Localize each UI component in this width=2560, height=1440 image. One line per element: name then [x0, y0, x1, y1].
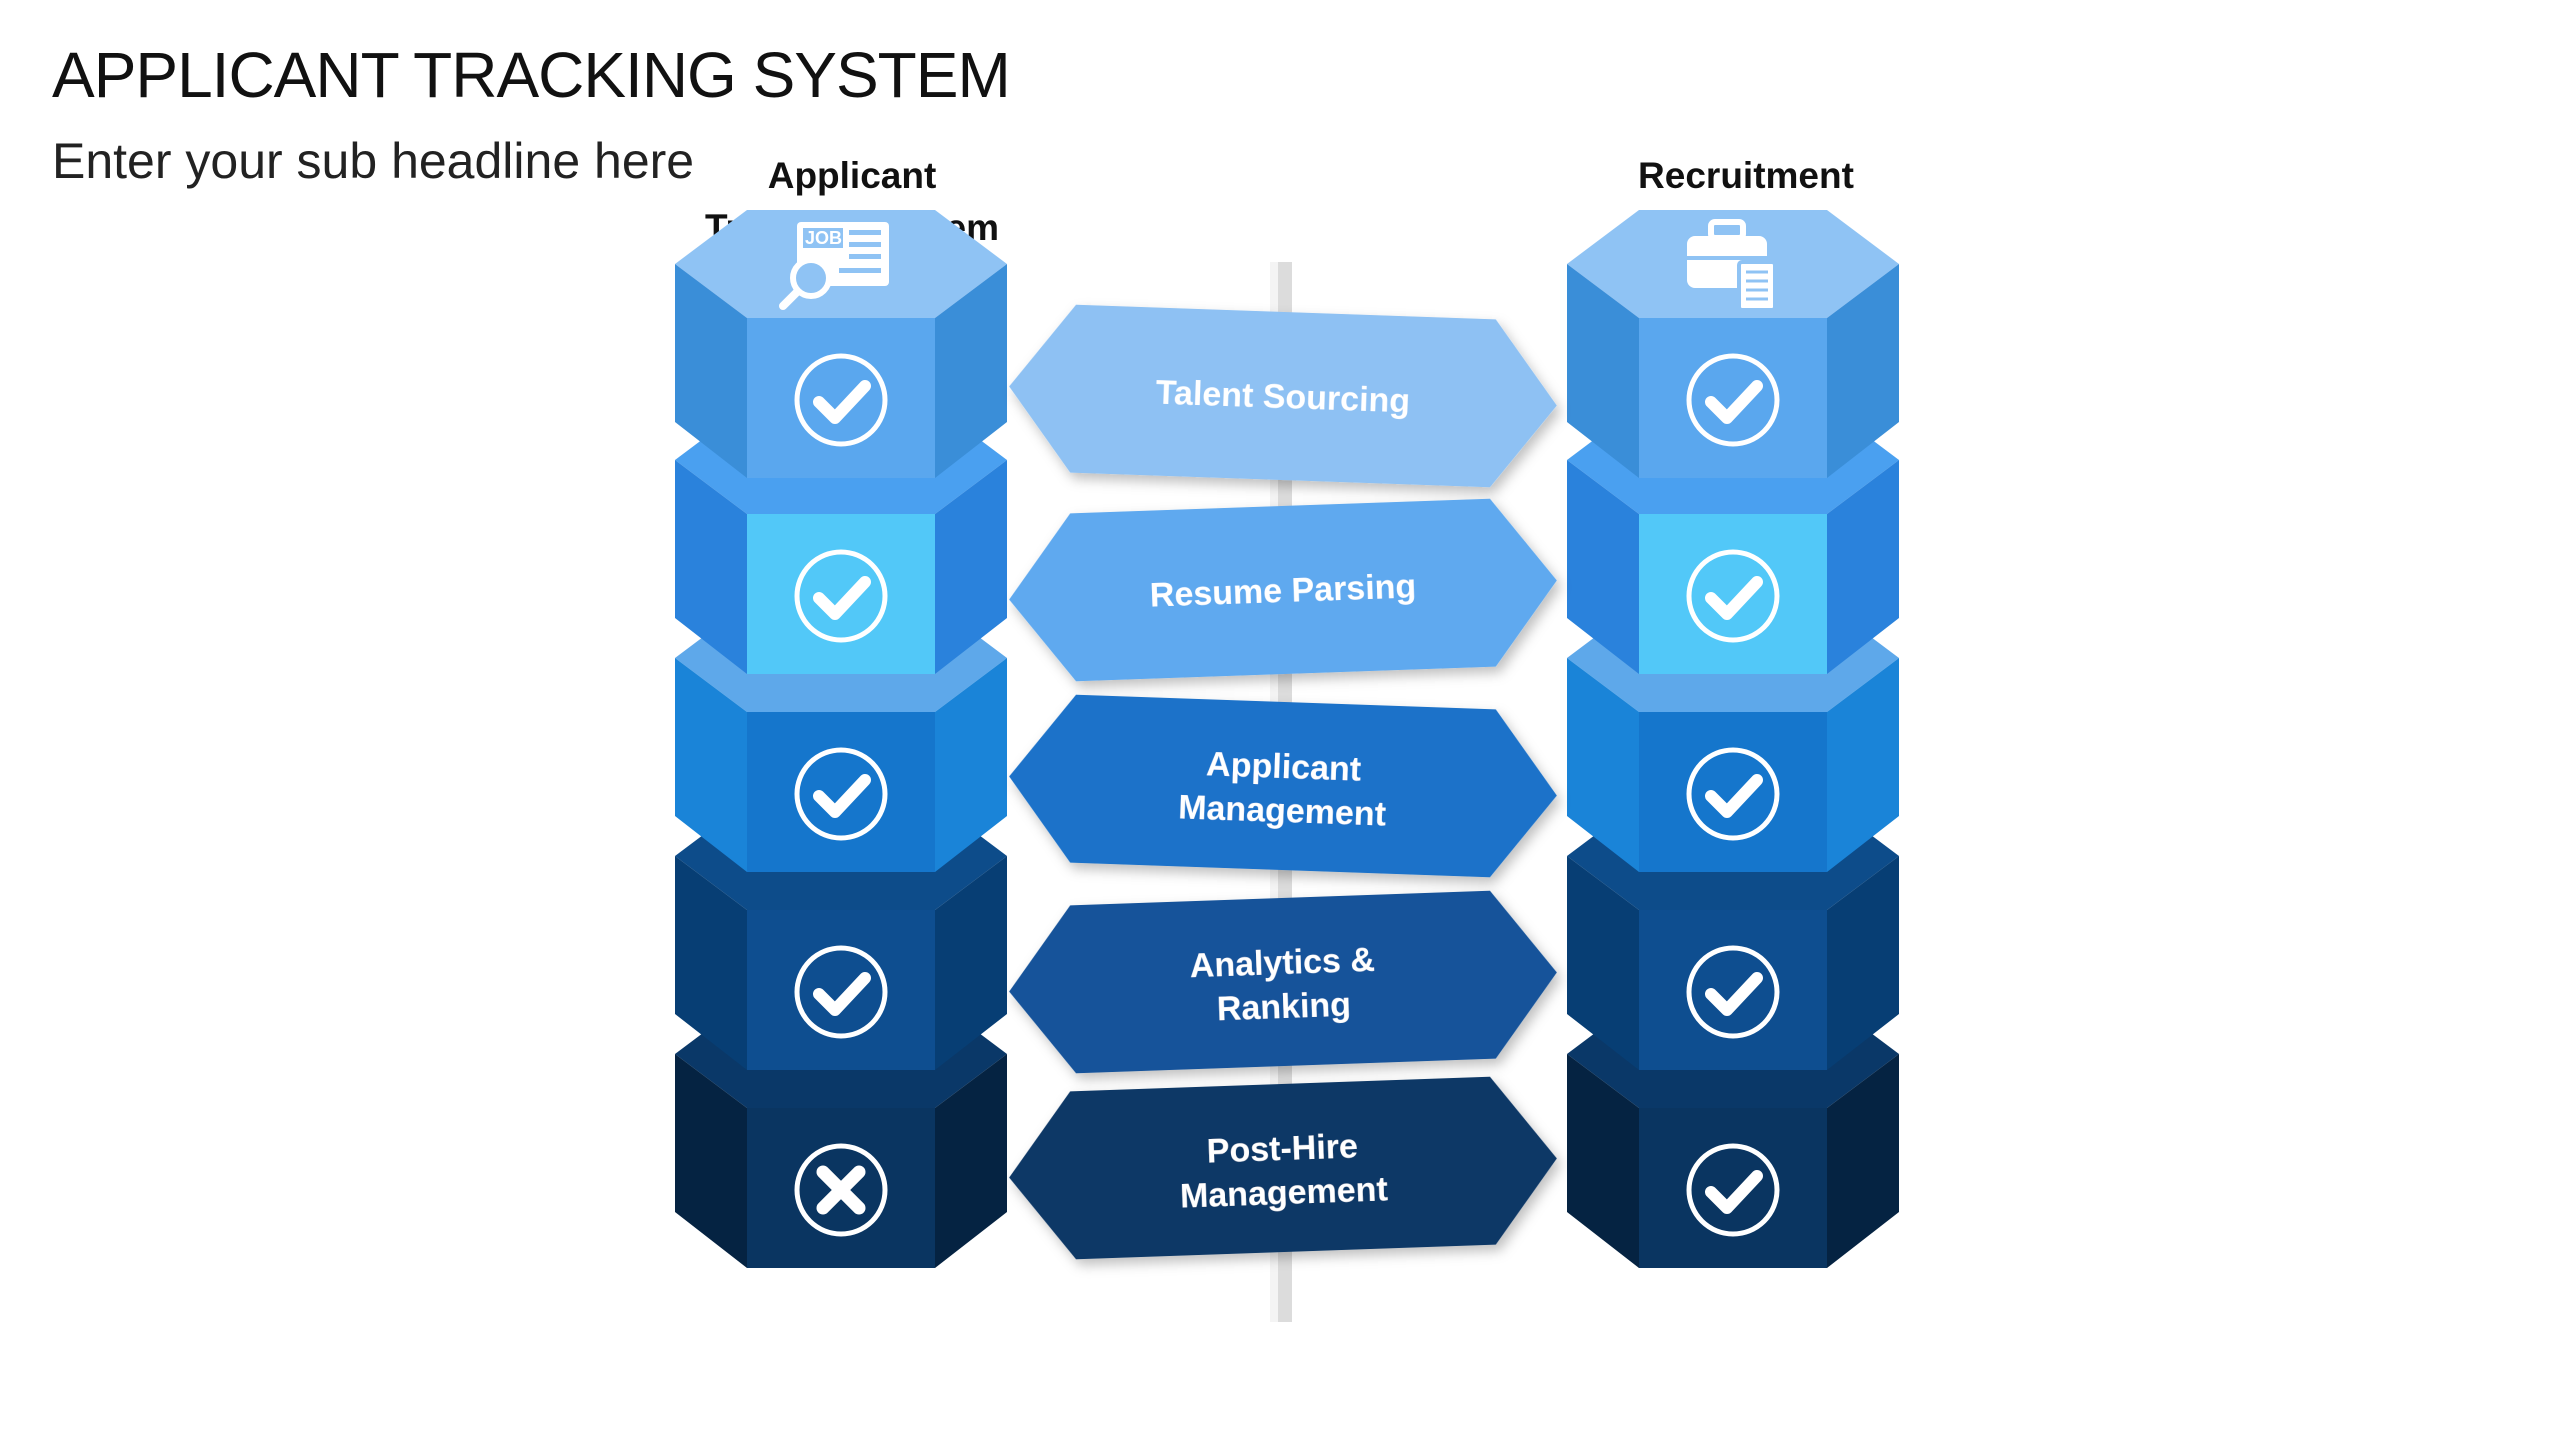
sign-label: Post-HireManagement	[1178, 1126, 1389, 1215]
sign-2: Resume Parsing	[1009, 498, 1557, 682]
tier-left-face	[675, 658, 747, 872]
tier-right-face	[935, 1054, 1007, 1268]
tier-right-face	[1827, 460, 1899, 674]
tier-left-face	[1567, 460, 1639, 674]
tier-right-face	[935, 856, 1007, 1070]
sign-board	[1009, 694, 1557, 878]
check-circle-icon	[1686, 945, 1780, 1039]
tier-left-face	[1567, 856, 1639, 1070]
sign-4: Analytics &Ranking	[1009, 890, 1557, 1074]
tier-right-face	[935, 658, 1007, 872]
tier-front-face	[747, 712, 935, 872]
check-circle-icon	[1686, 549, 1780, 643]
sign-label: ApplicantManagement	[1178, 744, 1389, 833]
sign-label: Analytics &Ranking	[1189, 941, 1377, 1029]
cross-circle-icon	[794, 1143, 888, 1237]
sign-board	[1009, 304, 1557, 488]
page-subtitle: Enter your sub headline here	[52, 133, 695, 189]
tier-left-face	[1567, 1054, 1639, 1268]
page-title: APPLICANT TRACKING SYSTEM	[52, 39, 1011, 111]
briefcase-document-icon	[1687, 219, 1777, 312]
tier-front-face	[1639, 910, 1827, 1070]
tier-left-face	[1567, 264, 1639, 478]
check-circle-icon	[794, 945, 888, 1039]
tier-front-face	[747, 910, 935, 1070]
tier-left-face	[1567, 658, 1639, 872]
tier-right-face	[935, 264, 1007, 478]
tier-left-face	[675, 460, 747, 674]
sign-board	[1009, 498, 1557, 682]
job-search-icon: JOB	[779, 222, 889, 310]
tier-front-face	[747, 318, 935, 478]
tier-right-face	[935, 460, 1007, 674]
column-heading-line-1: Recruitment	[1638, 155, 1854, 196]
tier-1	[675, 210, 1007, 478]
check-circle-icon	[1686, 1143, 1780, 1237]
sign-board	[1009, 890, 1557, 1074]
sign-label: Resume Parsing	[1149, 567, 1417, 614]
tier-front-face	[1639, 318, 1827, 478]
column-heading-line-1: Applicant	[767, 155, 937, 196]
tier-left-face	[675, 264, 747, 478]
tier-left-face	[675, 856, 747, 1070]
tier-right-face	[1827, 1054, 1899, 1268]
tier-left-face	[675, 1054, 747, 1268]
tier-1	[1567, 210, 1899, 478]
check-circle-icon	[1686, 747, 1780, 841]
tier-front-face	[1639, 1108, 1827, 1268]
tier-right-face	[1827, 264, 1899, 478]
tier-right-face	[1827, 856, 1899, 1070]
sign-label: Talent Sourcing	[1155, 374, 1411, 421]
check-circle-icon	[1686, 353, 1780, 447]
sign-3: ApplicantManagement	[1009, 694, 1557, 878]
check-circle-icon	[794, 549, 888, 643]
stack-applicant-tracking-system: JOB	[675, 210, 1007, 1268]
svg-text:JOB: JOB	[805, 228, 842, 248]
sign-board	[1009, 1076, 1557, 1260]
sign-5: Post-HireManagement	[1009, 1076, 1557, 1260]
tier-front-face	[747, 514, 935, 674]
check-circle-icon	[794, 747, 888, 841]
stack-recruitment-software	[1567, 210, 1899, 1268]
check-circle-icon	[794, 353, 888, 447]
tier-front-face	[1639, 514, 1827, 674]
tier-right-face	[1827, 658, 1899, 872]
tier-front-face	[1639, 712, 1827, 872]
sign-1: Talent Sourcing	[1009, 304, 1557, 488]
